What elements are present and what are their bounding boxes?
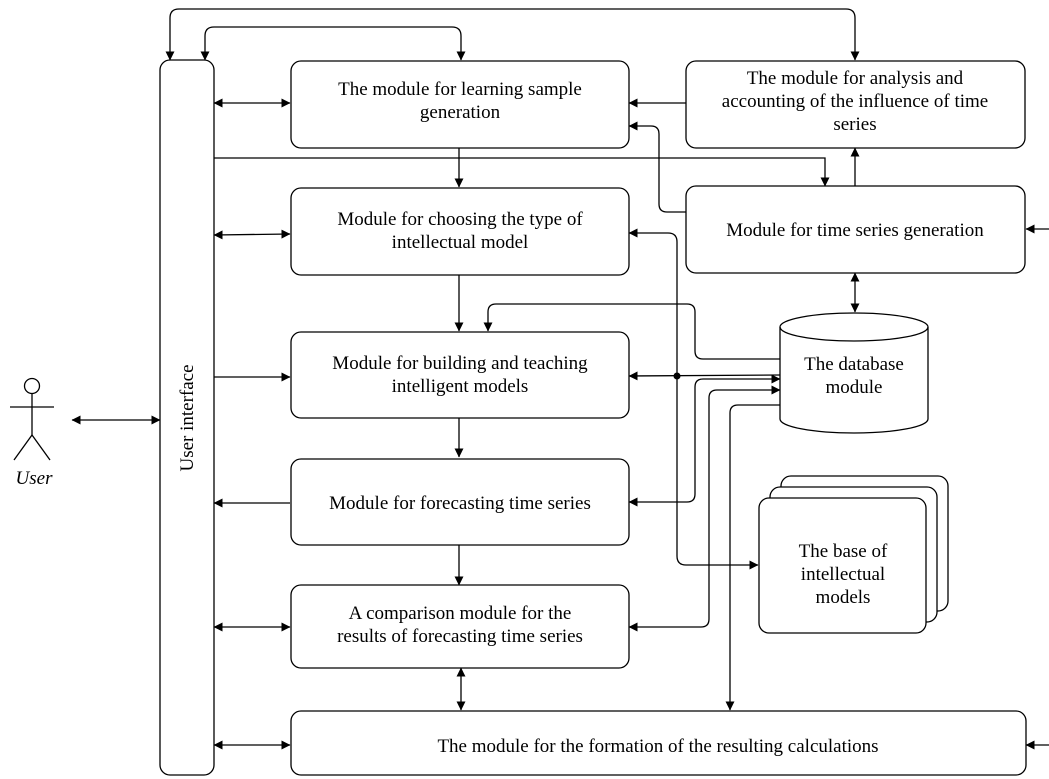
module-text-line: series <box>833 114 876 135</box>
arrow-ui-choosing <box>213 229 291 240</box>
user-interface-label: User interface <box>177 364 198 471</box>
module-forecasting: Module for forecasting time series <box>290 458 630 546</box>
arrow-database-building <box>628 371 781 381</box>
module-text: Module for time series generation <box>726 220 984 241</box>
arrow-tsgen-learning <box>628 121 686 213</box>
arrow-database-formation <box>725 404 780 711</box>
module-text: Module for forecasting time series <box>329 493 591 514</box>
module-time-series-generation: Module for time series generation <box>685 185 1026 274</box>
module-text-line: The base of <box>799 541 888 562</box>
module-text-line: Module for choosing the type of <box>337 209 583 230</box>
module-text-line: Module for building and teaching <box>332 353 588 374</box>
arrow-database-comparison <box>628 385 781 632</box>
actor-label: User <box>16 468 54 489</box>
actor-head-icon <box>23 377 41 395</box>
module-text: The module for the formation of the resu… <box>437 736 878 757</box>
module-text-line: The module for the formation of the resu… <box>437 736 878 757</box>
module-text-line: intellectual <box>801 564 885 585</box>
module-text-line: results of forecasting time series <box>337 626 583 647</box>
module-text-line: models <box>816 587 871 608</box>
arrow-choosing-basemodels <box>628 228 759 570</box>
module-text-line: The module for analysis and <box>747 68 964 89</box>
module-text-line: The module for learning sample <box>338 79 582 100</box>
user-actor: User <box>10 377 54 489</box>
module-text-line: module <box>826 377 883 398</box>
module-text-line: A comparison module for the <box>349 603 572 624</box>
module-text-line: accounting of the influence of time <box>722 91 988 112</box>
user-interface-panel: User interface <box>159 59 215 776</box>
module-text-line: intelligent models <box>392 376 529 397</box>
module-text-line: Module for forecasting time series <box>329 493 591 514</box>
arrow-ui-tsgen <box>214 157 830 187</box>
module-text-line: generation <box>420 102 501 123</box>
connectors <box>71 8 1049 750</box>
arrow-database-forecasting <box>628 374 781 507</box>
module-text-line: Module for time series generation <box>726 220 984 241</box>
loop-ui-learning <box>200 26 466 61</box>
loop-ui-analysis <box>165 8 860 61</box>
module-text-line: The database <box>804 354 904 375</box>
module-formation: The module for the formation of the resu… <box>290 710 1027 776</box>
module-text-line: intellectual model <box>392 232 529 253</box>
